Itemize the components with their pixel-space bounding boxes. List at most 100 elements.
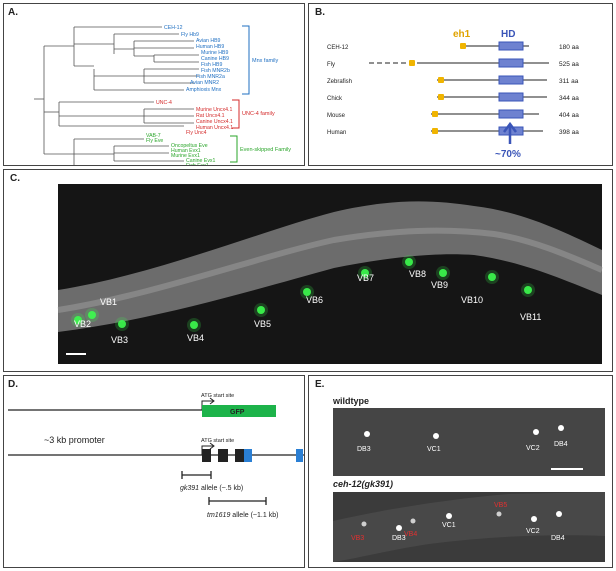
taxon-label: Murine Uncx4.1 bbox=[196, 107, 232, 113]
taxon-label: Oncopeltus Eve bbox=[171, 143, 208, 149]
cell-label: DB3 bbox=[392, 535, 406, 542]
gfp-neuron bbox=[118, 320, 126, 328]
taxon-label: UNC-4 bbox=[156, 100, 172, 106]
allele1-name: gk391 bbox=[180, 485, 199, 492]
gfp-neuron bbox=[74, 316, 82, 324]
svg-text:gk391 allele (~.5 kb): gk391 allele (~.5 kb) bbox=[180, 485, 243, 492]
taxon-label: Canine HB9 bbox=[201, 56, 229, 62]
cell-label-missing: VB4 bbox=[404, 531, 417, 538]
wildtype-title: wildtype bbox=[332, 396, 369, 406]
taxon-label: Rat Uncx4.1 bbox=[196, 113, 225, 119]
worm-body bbox=[58, 201, 602, 332]
neuron-label: VB7 bbox=[357, 273, 374, 283]
atg-label-bottom: ATG start site bbox=[201, 438, 234, 444]
mnx-family-label: Mnx family bbox=[252, 58, 279, 64]
allele2-name: tm1619 bbox=[207, 512, 230, 519]
gfp-neuron bbox=[488, 273, 496, 281]
exon bbox=[202, 449, 211, 462]
cell-spot bbox=[364, 431, 370, 437]
neuron-label: VB11 bbox=[520, 312, 541, 322]
homeodomain bbox=[498, 58, 524, 68]
taxon-label: Murine HB9 bbox=[201, 50, 229, 56]
taxon-label: Human Evx1 bbox=[171, 148, 201, 154]
protein-length: 404 aa bbox=[559, 112, 579, 119]
taxon-label: Murine Evx1 bbox=[171, 153, 200, 159]
cell-spot bbox=[531, 516, 537, 522]
gene-structure-diagram: ATG start site GFP ATG start site ~3 kb … bbox=[8, 393, 304, 519]
eh1-domain bbox=[432, 111, 438, 117]
cell-spot bbox=[496, 511, 502, 517]
up-arrow-icon bbox=[503, 121, 517, 144]
cell-spot bbox=[361, 521, 367, 527]
panel-b-label: B. bbox=[315, 7, 325, 18]
taxon-label: Avian HB9 bbox=[196, 38, 221, 44]
taxon-label: Fish HB9 bbox=[201, 62, 222, 68]
eh1-label: eh1 bbox=[453, 29, 471, 40]
hd-label: HD bbox=[501, 29, 515, 40]
protein-name: Mouse bbox=[327, 113, 346, 119]
taxon-label: Fly Unc4 bbox=[186, 130, 207, 136]
protein-name: Zebrafish bbox=[327, 79, 352, 85]
allele1-size: allele (~.5 kb) bbox=[199, 485, 243, 492]
taxon-label: Human HB9 bbox=[196, 44, 224, 50]
protein-length: 525 aa bbox=[559, 61, 579, 68]
gfp-neuron bbox=[439, 269, 447, 277]
taxon-label: VAB-7 bbox=[146, 133, 161, 139]
neuron-label: VB4 bbox=[187, 333, 204, 343]
cell-spot bbox=[396, 525, 402, 531]
neuron-label: VB3 bbox=[111, 335, 128, 345]
protein-length: 344 aa bbox=[559, 95, 579, 102]
homeodomain bbox=[498, 109, 524, 119]
eh1-domain bbox=[409, 60, 415, 66]
protein-name: Human bbox=[327, 130, 346, 136]
protein-length: 180 aa bbox=[559, 44, 579, 51]
cell-label-missing: VB3 bbox=[351, 535, 364, 542]
cell-label: VC1 bbox=[427, 446, 441, 453]
cell-label: DB3 bbox=[357, 446, 371, 453]
panel-a-label: A. bbox=[8, 7, 18, 18]
panel-c-label: C. bbox=[10, 173, 20, 184]
taxon-label: Fish MNR2a bbox=[196, 74, 225, 80]
panel-d: D. ATG start site GFP ATG start site ~3 … bbox=[3, 375, 305, 568]
protein-name: Chick bbox=[327, 96, 343, 102]
panel-a: A. bbox=[3, 3, 305, 166]
atg-label-top: ATG start site bbox=[201, 393, 234, 399]
gfp-neuron bbox=[524, 286, 532, 294]
protein-name: CEH-12 bbox=[327, 45, 349, 51]
taxon-label: Fish Evx1 bbox=[186, 163, 209, 165]
identity-label: ~70% bbox=[495, 149, 521, 160]
protein-length: 311 aa bbox=[559, 78, 579, 85]
allele2-size: allele (~1.1 kb) bbox=[230, 512, 278, 519]
taxon-label: Fly Hb9 bbox=[181, 32, 199, 38]
wildtype-image bbox=[333, 408, 605, 476]
panel-d-label: D. bbox=[8, 379, 18, 390]
gfp-neuron bbox=[190, 321, 198, 329]
protein-name: Fly bbox=[327, 62, 335, 68]
svg-text:tm1619 allele (~1.1 kb): tm1619 allele (~1.1 kb) bbox=[207, 512, 278, 519]
scale-bar bbox=[551, 468, 583, 470]
protein-length: 398 aa bbox=[559, 129, 579, 136]
cell-label: DB4 bbox=[554, 441, 568, 448]
eh1-domain bbox=[432, 128, 438, 134]
exon bbox=[235, 449, 244, 462]
exon bbox=[218, 449, 228, 462]
gfp-neuron bbox=[361, 269, 369, 277]
promoter-label: ~3 kb promoter bbox=[44, 435, 105, 445]
scale-bar bbox=[66, 353, 86, 355]
cell-label: DB4 bbox=[551, 535, 565, 542]
eh1-domain bbox=[438, 77, 444, 83]
panel-b: B. eh1 HD CEH-12 180 aa Fly 525 aa Zebrafish… bbox=[308, 3, 613, 166]
taxon-label: Avian MNR2 bbox=[190, 80, 219, 86]
neuron-label: VB8 bbox=[409, 269, 426, 279]
eh1-domain bbox=[460, 43, 466, 49]
utr-box bbox=[244, 449, 252, 462]
gfp-neuron bbox=[257, 306, 265, 314]
neuron-label: VB10 bbox=[461, 295, 483, 305]
cell-label: VC1 bbox=[442, 522, 456, 529]
gfp-neuron bbox=[303, 288, 311, 296]
mutant-title: ceh-12(gk391) bbox=[333, 479, 393, 489]
utr-box bbox=[296, 449, 303, 462]
cell-label: VC2 bbox=[526, 528, 540, 535]
